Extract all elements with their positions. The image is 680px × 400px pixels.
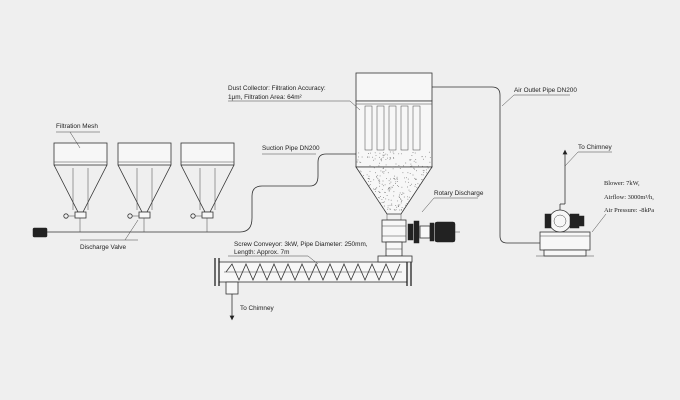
label-to-chimney-top: To Chimney [578,144,613,151]
label-suction-pipe: Suction Pipe DN200 [262,145,320,152]
intake-pipe [32,218,240,238]
hopper-1 [53,142,108,219]
suction-pipe [239,153,356,233]
hopper-3 [180,142,235,219]
rotary-discharge-assembly [381,219,460,257]
dust-collector [355,72,433,221]
label-dust-collector-1: Dust Collector: Filtration Accuracy: [228,85,326,92]
label-to-chimney-bottom: To Chimney [240,305,275,312]
dust-stipple [356,151,431,211]
screw-conveyor [214,255,413,295]
label-filtration-mesh: Filtration Mesh [56,123,98,130]
label-rotary-discharge: Rotary Discharge [434,190,484,197]
label-air-pressure-spec: Air Pressure: -8kPa [604,207,654,214]
label-screw-conveyor-1: Screw Conveyor: 3kW, Pipe Diameter: 250m… [234,241,368,248]
label-discharge-valve: Discharge Valve [80,244,127,251]
rotary-leader [421,197,435,213]
label-air-outlet-pipe: Air Outlet Pipe DN200 [514,87,577,94]
label-blower-spec: Blower: 7kW, [604,180,640,187]
air-outlet-pipe [432,86,545,244]
hopper-2 [117,142,172,219]
label-airflow-spec: Airflow: 3000m³/h, [604,194,654,201]
discharge-valve-symbols [63,213,202,219]
label-screw-conveyor-2: Length: Approx. 7m [234,249,289,256]
blower-spec-leader [591,213,607,233]
blower [536,203,594,257]
label-dust-collector-2: 1μm, Filtration Area: 64m² [228,94,302,101]
